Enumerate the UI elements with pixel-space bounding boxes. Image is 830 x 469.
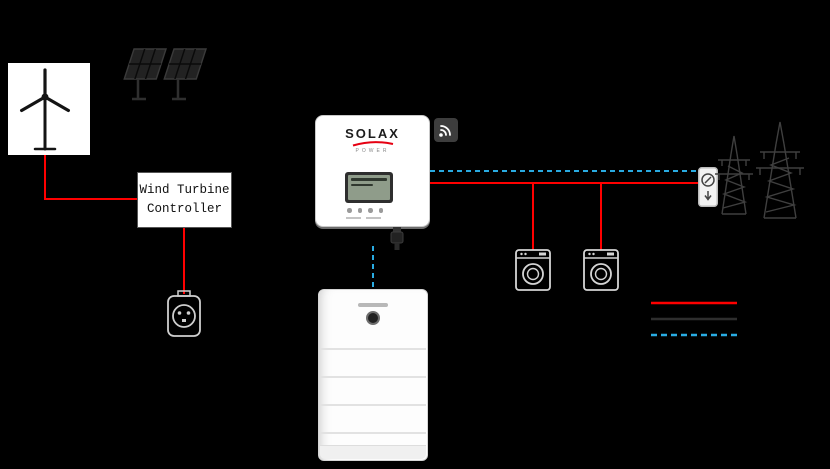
connector-icon (390, 227, 404, 250)
legend-lines (651, 301, 737, 337)
wind-turbine-panel (8, 63, 90, 155)
washing-machine-icon (515, 249, 551, 291)
solax-hybrid-inverter: SOLAX POWER (315, 115, 430, 227)
energy-meter-icon (698, 167, 718, 207)
lcd-text-line (351, 183, 373, 186)
button-dot (368, 208, 373, 213)
solar-panel-right (163, 48, 207, 80)
button-dot (378, 208, 383, 213)
energy-meter (698, 167, 718, 207)
dc-connector (389, 227, 405, 251)
lcd-screen (348, 175, 390, 200)
transmission-towers-icon (715, 121, 804, 219)
battery-logo (358, 303, 388, 307)
wind-turbine-controller: Wind Turbine Controller (137, 172, 232, 228)
tower-right (756, 121, 804, 219)
logo-swoosh (352, 141, 393, 147)
solar-panel-icon (123, 48, 207, 101)
solar-panel-left (123, 48, 167, 80)
appliance-washing-machine-1 (515, 249, 551, 291)
brand-text: SOLAX (345, 126, 400, 141)
inverter-display (345, 172, 393, 203)
button-dot (357, 208, 362, 213)
legend (650, 296, 740, 342)
turbine-hub (41, 93, 49, 101)
solar-panel-array (122, 45, 210, 113)
wifi-icon (439, 125, 451, 137)
power-socket (165, 290, 203, 340)
battery-module-seam (320, 348, 426, 350)
inverter-nameplate (346, 217, 381, 219)
washing-machine-icon (583, 249, 619, 291)
utility-grid (708, 110, 812, 222)
battery-module-seam (320, 376, 426, 378)
lcd-text-line (351, 178, 387, 181)
controller-label-line2: Controller (146, 202, 222, 216)
brand-subtext: POWER (355, 148, 390, 154)
wind-turbine-icon (20, 68, 71, 151)
battery-base (320, 445, 426, 459)
appliance-washing-machine-2 (583, 249, 619, 291)
battery-stack (318, 289, 428, 461)
power-socket-icon (167, 290, 201, 337)
wifi-module (434, 118, 458, 142)
wire-turbine-to-controller (44, 155, 137, 200)
inverter-buttons (347, 208, 383, 213)
button-dot (347, 208, 352, 213)
solar-panel-legs (132, 79, 186, 101)
tower-left (715, 135, 753, 215)
battery-module-seam (320, 404, 426, 406)
battery-status-led (366, 311, 380, 325)
battery-module-seam (320, 432, 426, 434)
controller-label-line1: Wind Turbine (139, 182, 230, 197)
solax-logo: SOLAX POWER (316, 126, 429, 154)
turbine-blades (20, 68, 71, 151)
